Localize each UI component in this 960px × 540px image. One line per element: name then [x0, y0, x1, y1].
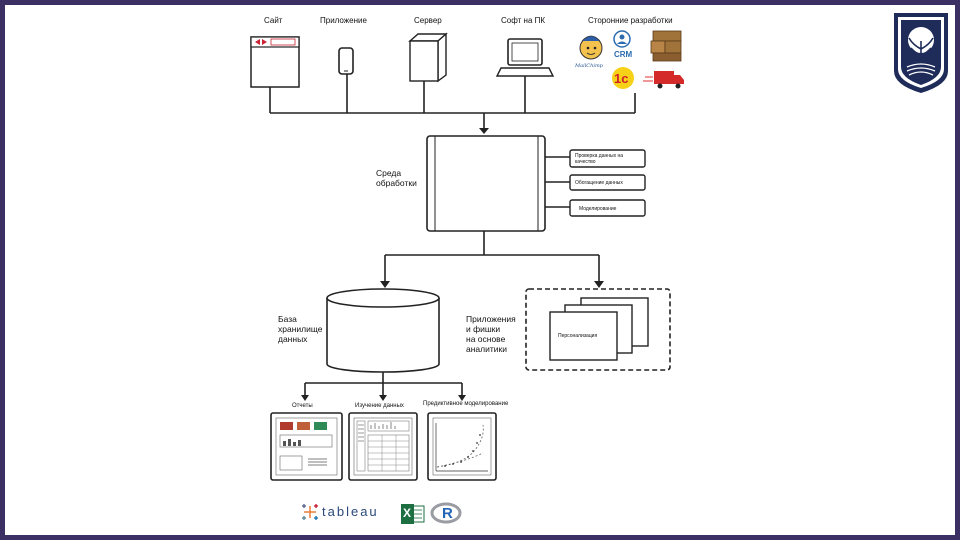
apps-container [525, 288, 671, 371]
module-quality-check [569, 149, 646, 168]
label-apps: Приложения и фишки на основе аналитики [466, 314, 516, 354]
predictive-card [427, 412, 497, 481]
crm-logo: CRM [613, 30, 633, 59]
label-app: Приложение [320, 16, 367, 25]
mailchimp-logo: MailChimp [574, 35, 604, 69]
sources-connector [269, 74, 636, 134]
label-module-enrichment: Обогащение данных [575, 180, 623, 186]
tableau-wordmark: tableau [322, 504, 379, 519]
label-warehouse: База хранилище данных [278, 314, 323, 344]
label-reports: Отчеты [292, 403, 313, 409]
delivery-truck-icon [643, 71, 684, 89]
laptop-icon [495, 38, 555, 77]
university-crest-logo [894, 13, 948, 93]
label-pc-soft: Софт на ПК [501, 16, 546, 25]
r-letter: R [442, 505, 453, 522]
phone-icon [338, 47, 354, 75]
module-enrichment [569, 174, 646, 191]
module-connectors [545, 156, 570, 208]
label-processing: Среда обработки [376, 168, 417, 188]
label-third-party: Сторонние разработки [588, 16, 673, 25]
module-modeling [569, 199, 646, 217]
1c-logo: 1c [612, 67, 634, 89]
label-server: Сервер [414, 16, 442, 25]
server-icon [408, 32, 448, 83]
svg-text:1c: 1c [614, 71, 628, 86]
excel-logo [401, 504, 425, 524]
excel-letter: X [403, 506, 412, 520]
label-module-modeling: Моделирование [579, 206, 617, 212]
exploration-card [348, 412, 418, 481]
svg-text:CRM: CRM [614, 50, 633, 59]
label-site: Сайт [264, 16, 283, 25]
processing-output-connector [380, 231, 604, 288]
label-exploration: Изучение данных [355, 403, 404, 409]
warehouse-cylinder [326, 288, 440, 373]
label-predictive: Предиктивное моделирование [423, 401, 509, 407]
reports-card [270, 412, 343, 481]
tableau-logo [302, 504, 318, 520]
analytics-architecture-diagram: MailChimp CRM 1c [250, 13, 948, 524]
label-personalization: Персонализация [558, 333, 598, 339]
site-icon [250, 36, 300, 88]
warehouse-boxes-icon [650, 30, 682, 62]
processing-block [426, 135, 546, 232]
label-module-quality: Проверка данных на качество [575, 153, 624, 165]
svg-text:MailChimp: MailChimp [574, 63, 604, 69]
slide-canvas: MailChimp CRM 1c [5, 5, 955, 535]
r-logo [430, 502, 462, 524]
warehouse-output-connector [301, 372, 466, 401]
